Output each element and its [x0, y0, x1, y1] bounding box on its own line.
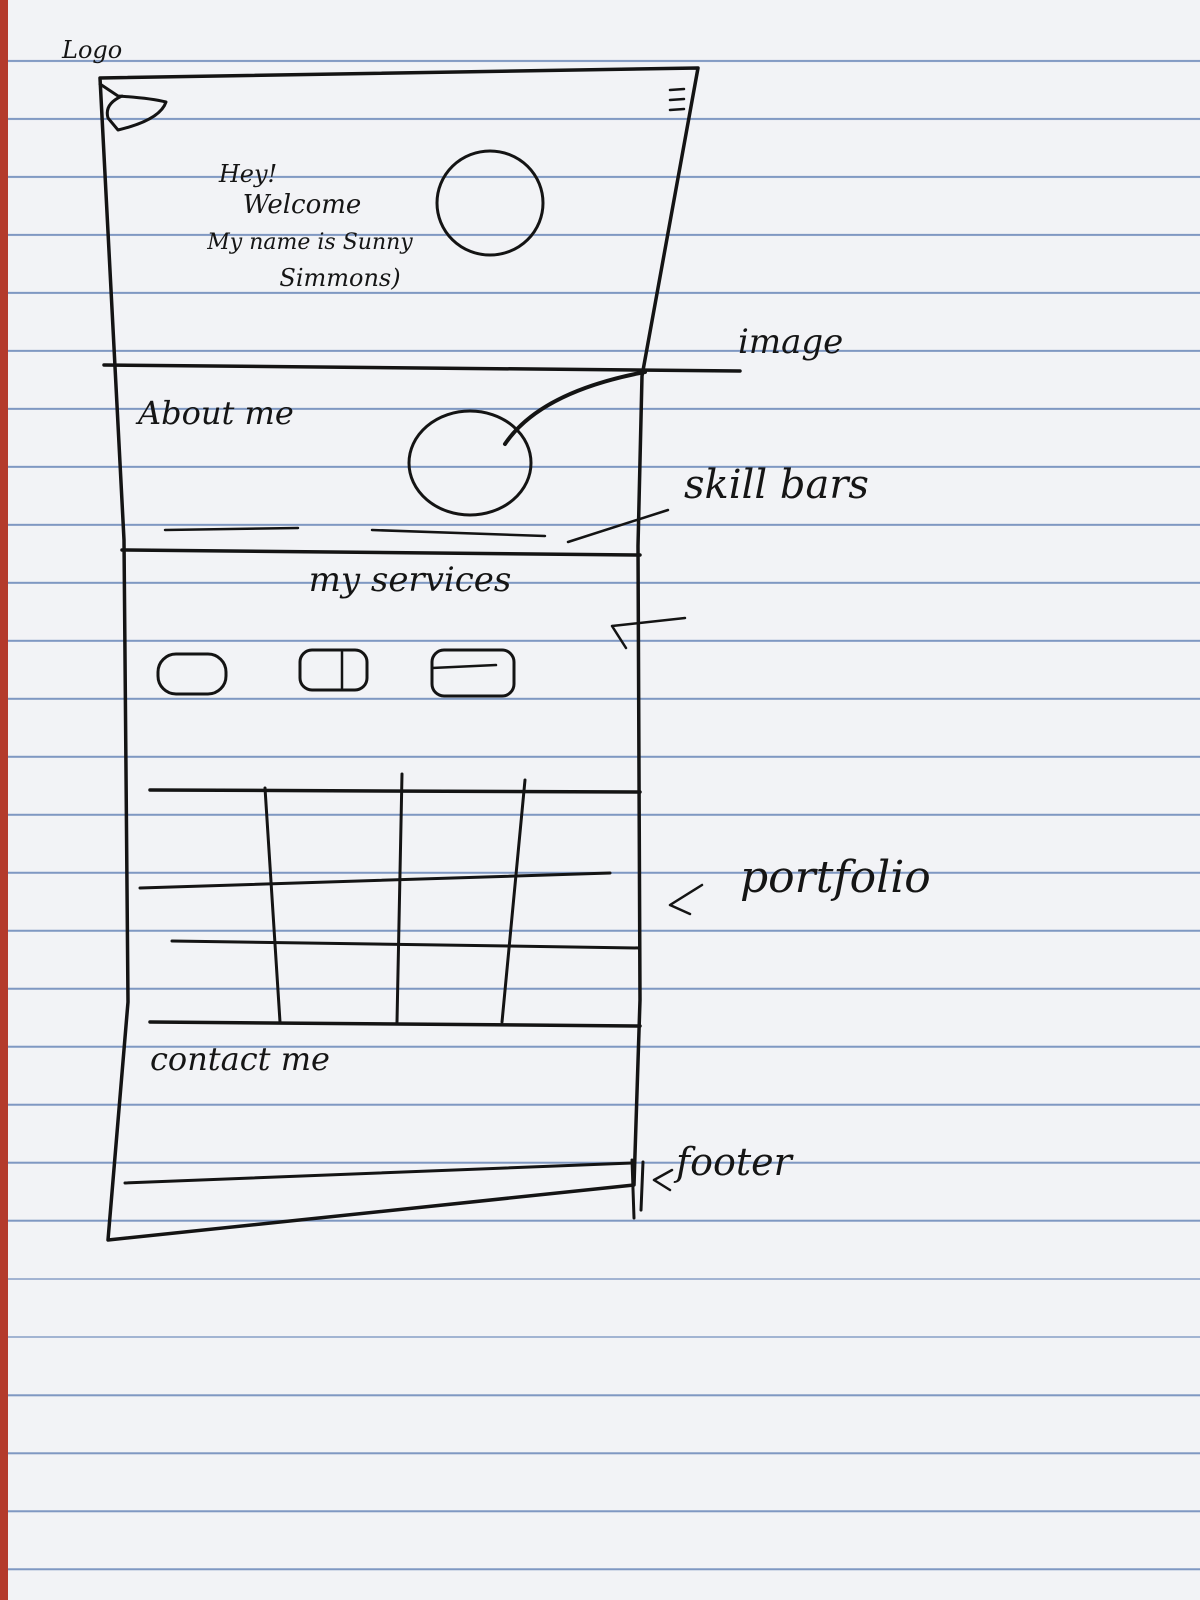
annotation-footer: footer	[676, 1140, 792, 1184]
service-card-2	[298, 648, 369, 692]
image-annotation-arrow	[503, 370, 647, 446]
hero-name-line: My name is Sunny	[207, 230, 413, 255]
about-divider	[120, 548, 642, 557]
about-title: About me	[138, 394, 294, 432]
portfolio-grid	[138, 772, 704, 1028]
logo-label: Logo	[62, 36, 123, 64]
hero-greeting: Hey!	[218, 160, 278, 188]
hero-welcome: Welcome	[242, 190, 362, 220]
hero-surname: Simmons)	[279, 264, 401, 292]
annotation-image: image	[738, 322, 844, 362]
portfolio-arrow	[668, 883, 704, 916]
notebook-page	[8, 0, 1200, 1600]
contact-title: contact me	[150, 1040, 330, 1078]
service-card-3	[430, 648, 516, 698]
hero-image-circle	[435, 149, 545, 257]
hero-section	[102, 149, 742, 373]
skill-bar-3	[566, 508, 670, 544]
annotation-portfolio: portfolio	[740, 852, 931, 903]
hero-divider	[102, 363, 742, 373]
annotation-skill-bars: skill bars	[684, 462, 869, 508]
footer-arrow	[652, 1168, 674, 1192]
service-card-1	[156, 652, 228, 696]
about-section	[120, 370, 670, 557]
about-image-circle	[407, 409, 533, 517]
page-frame	[98, 66, 700, 1242]
footer-section	[123, 1158, 674, 1220]
services-title: my services	[308, 560, 512, 600]
header	[98, 82, 686, 132]
services-section	[156, 616, 687, 698]
service-arrow	[610, 616, 687, 650]
logo-shape	[98, 82, 168, 132]
skill-bar-2	[370, 528, 547, 538]
hamburger-icon[interactable]	[668, 87, 686, 112]
skill-bar-1	[163, 526, 300, 532]
